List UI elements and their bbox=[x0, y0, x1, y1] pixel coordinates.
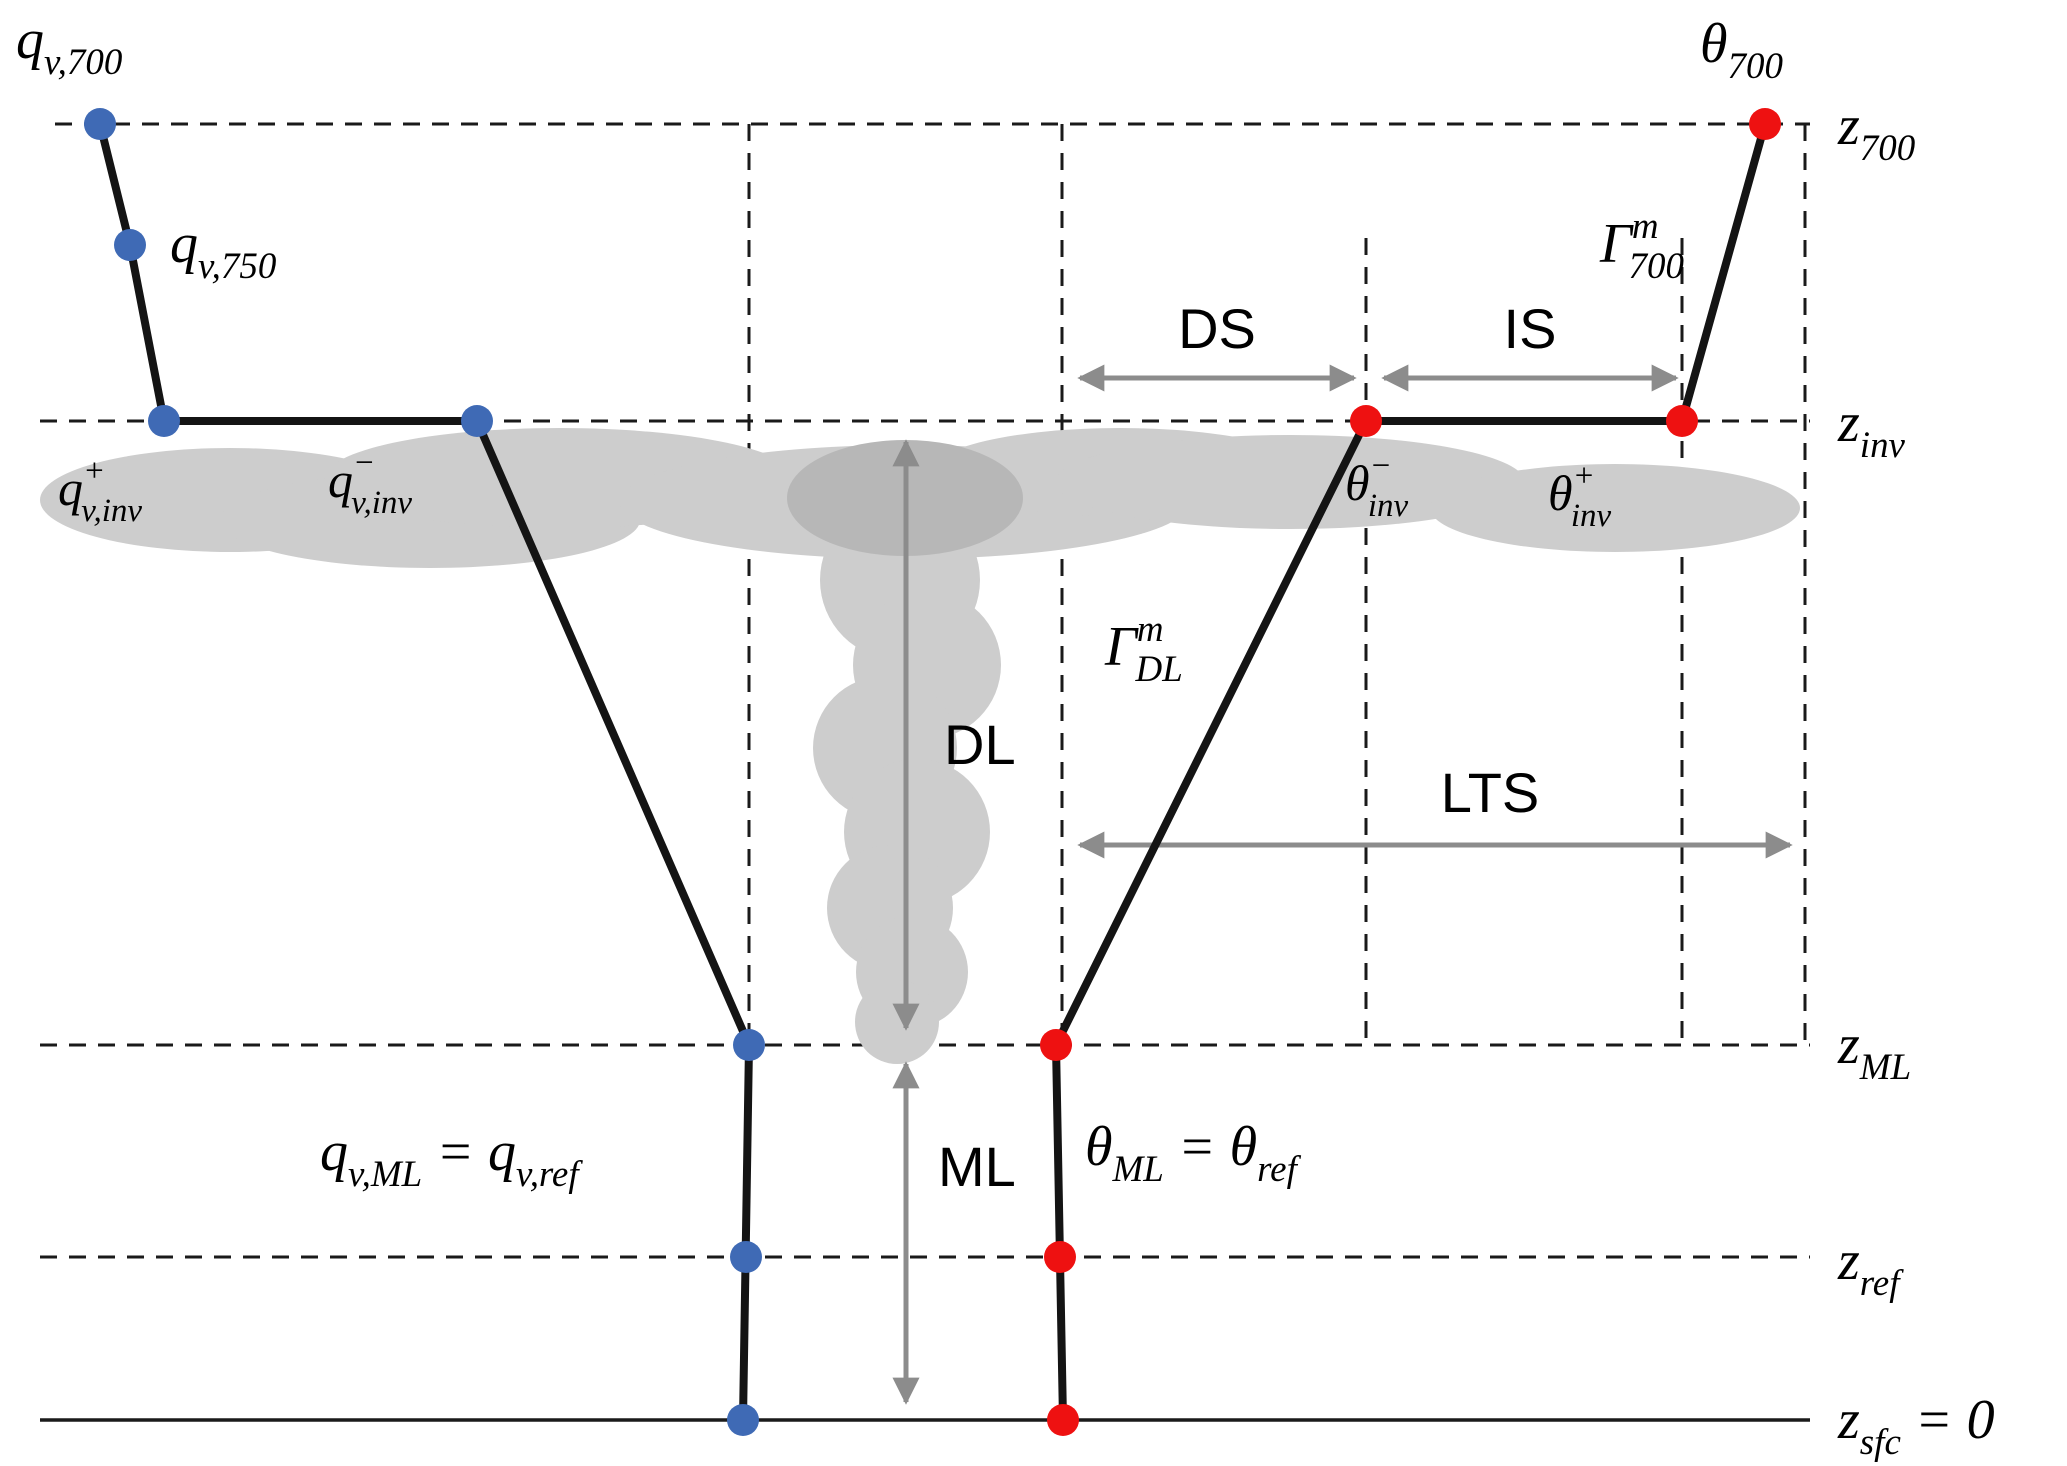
zinv-axis-label: zinv bbox=[1837, 392, 1906, 465]
theta-zml-point bbox=[1040, 1029, 1072, 1061]
qv-profile-points bbox=[84, 108, 765, 1436]
qv-inv-plus-label: q+v,inv bbox=[58, 453, 142, 529]
span-arrows bbox=[892, 364, 1793, 1405]
qv700-label: qv,700 bbox=[16, 9, 122, 82]
qv-700-point bbox=[84, 108, 116, 140]
theta-700-point bbox=[1749, 108, 1781, 140]
dl-label: DL bbox=[944, 713, 1016, 776]
theta-inv-minus-label: θ−inv bbox=[1345, 448, 1409, 524]
qv-profile-line bbox=[96, 120, 753, 1424]
theta-inv-plus-label: θ+inv bbox=[1548, 458, 1612, 534]
theta-inv-minus-point bbox=[1350, 405, 1382, 437]
cloud-band-shape bbox=[1430, 464, 1800, 552]
theta-zref-point bbox=[1044, 1241, 1076, 1273]
theta-profile-points bbox=[1040, 108, 1781, 1436]
cloud-band-shape bbox=[1055, 435, 1525, 529]
lts-label: LTS bbox=[1441, 761, 1540, 824]
ds-label: DS bbox=[1178, 297, 1256, 360]
qv-inv-minus-label: q−v,inv bbox=[328, 445, 412, 521]
qv-zref-point bbox=[730, 1241, 762, 1273]
theta-profile-line bbox=[1052, 120, 1769, 1424]
qv-750-point bbox=[114, 229, 146, 261]
is-label: IS bbox=[1504, 297, 1557, 360]
zref-axis-label: zref bbox=[1837, 1230, 1904, 1303]
theta-surface-point bbox=[1047, 1404, 1079, 1436]
theta-inv-plus-point bbox=[1666, 405, 1698, 437]
qv750-label: qv,750 bbox=[170, 213, 276, 286]
qv-surface-point bbox=[727, 1404, 759, 1436]
ml-label: ML bbox=[938, 1135, 1016, 1198]
cloud-column-shape bbox=[855, 980, 939, 1064]
qv-zml-point bbox=[733, 1029, 765, 1061]
qv-inv-minus-point bbox=[461, 405, 493, 437]
zml-axis-label: zML bbox=[1837, 1014, 1911, 1087]
theta700-label: θ700 bbox=[1700, 13, 1783, 86]
qv-ml-equation: qv,ML = qv,ref bbox=[320, 1121, 583, 1194]
z700-axis-label: z700 bbox=[1837, 95, 1915, 168]
zsfc-axis-label: zsfc = 0 bbox=[1837, 1389, 1995, 1462]
theta-ml-equation: θML = θref bbox=[1085, 1116, 1302, 1189]
qv-inv-plus-point bbox=[148, 405, 180, 437]
cloud-layer bbox=[40, 428, 1800, 1064]
